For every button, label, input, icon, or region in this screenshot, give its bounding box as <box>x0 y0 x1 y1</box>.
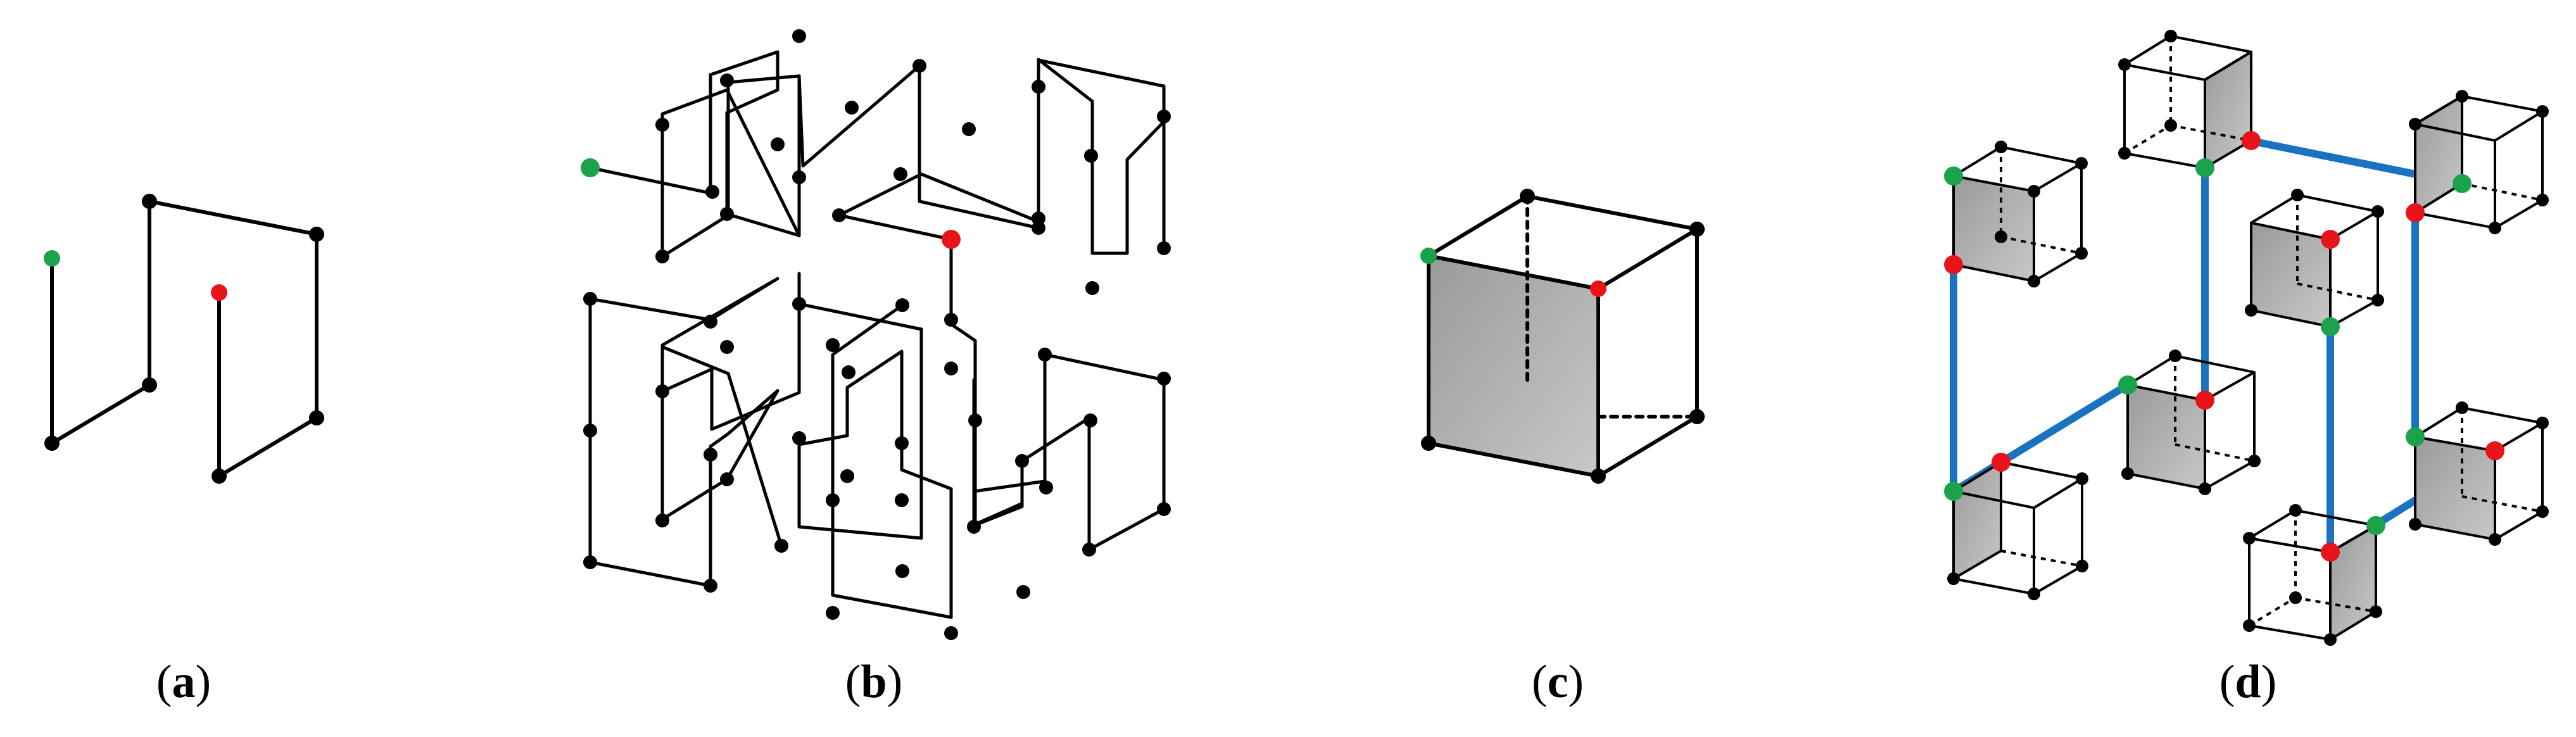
start-node <box>44 250 60 267</box>
cube-start-nodes <box>1944 158 2472 535</box>
cube-d2 <box>2123 35 2252 169</box>
panel-b-hilbert-3d <box>581 29 1171 640</box>
panel-d-connected-cubes <box>1944 30 2549 646</box>
node <box>1591 469 1606 484</box>
cube-d1 <box>1952 146 2083 282</box>
panel-a-hilbert-2d <box>44 194 324 484</box>
small-cubes <box>1952 35 2544 641</box>
panel-c-cube <box>1420 189 1705 484</box>
node <box>142 194 157 209</box>
cube-d6 <box>1952 461 2083 595</box>
end-node <box>1590 280 1607 297</box>
caption-b: (b) <box>845 656 903 708</box>
node <box>309 410 324 425</box>
end-node <box>211 284 227 301</box>
cube-right-edges <box>1596 227 1699 478</box>
caption-c: (c) <box>1531 656 1584 708</box>
caption-b-letter: b <box>861 656 887 708</box>
cube-d7 <box>2414 406 2544 541</box>
cube-top-edges <box>1427 194 1699 291</box>
cube-front-face <box>1427 254 1600 478</box>
cube-corner-nodes <box>1947 30 2549 646</box>
node <box>309 227 324 242</box>
caption-d: (d) <box>2219 656 2277 708</box>
node <box>1421 436 1436 451</box>
cube-end-nodes <box>1944 131 2504 562</box>
node <box>1689 409 1705 424</box>
node <box>1689 222 1705 237</box>
curve-b-path-top-left <box>588 50 801 258</box>
start-node <box>581 158 600 177</box>
node <box>1520 189 1535 204</box>
cube-d3 <box>2414 95 2544 229</box>
curve-b-path-main <box>837 58 1166 255</box>
cube-d8 <box>2248 509 2377 641</box>
curve-b-path-top-right <box>660 58 1166 237</box>
curve-b-nodes <box>583 29 1171 640</box>
curve-b-path-lower-center <box>797 302 953 619</box>
curve-b-path-center-link <box>837 213 1023 526</box>
node <box>142 377 157 393</box>
caption-a: (a) <box>156 656 212 708</box>
curve-a-path <box>50 199 319 478</box>
cube-d4 <box>2250 194 2379 328</box>
curve-b-path-lower-right <box>972 353 1166 551</box>
cube-d5 <box>2126 355 2256 490</box>
caption-d-letter: d <box>2235 656 2261 708</box>
curve-b-path-lower <box>588 297 783 588</box>
node <box>212 469 227 484</box>
start-node <box>1420 248 1437 264</box>
caption-a-letter: a <box>172 656 196 708</box>
caption-c-letter: c <box>1547 656 1569 708</box>
node <box>44 436 60 451</box>
end-node <box>942 230 961 249</box>
